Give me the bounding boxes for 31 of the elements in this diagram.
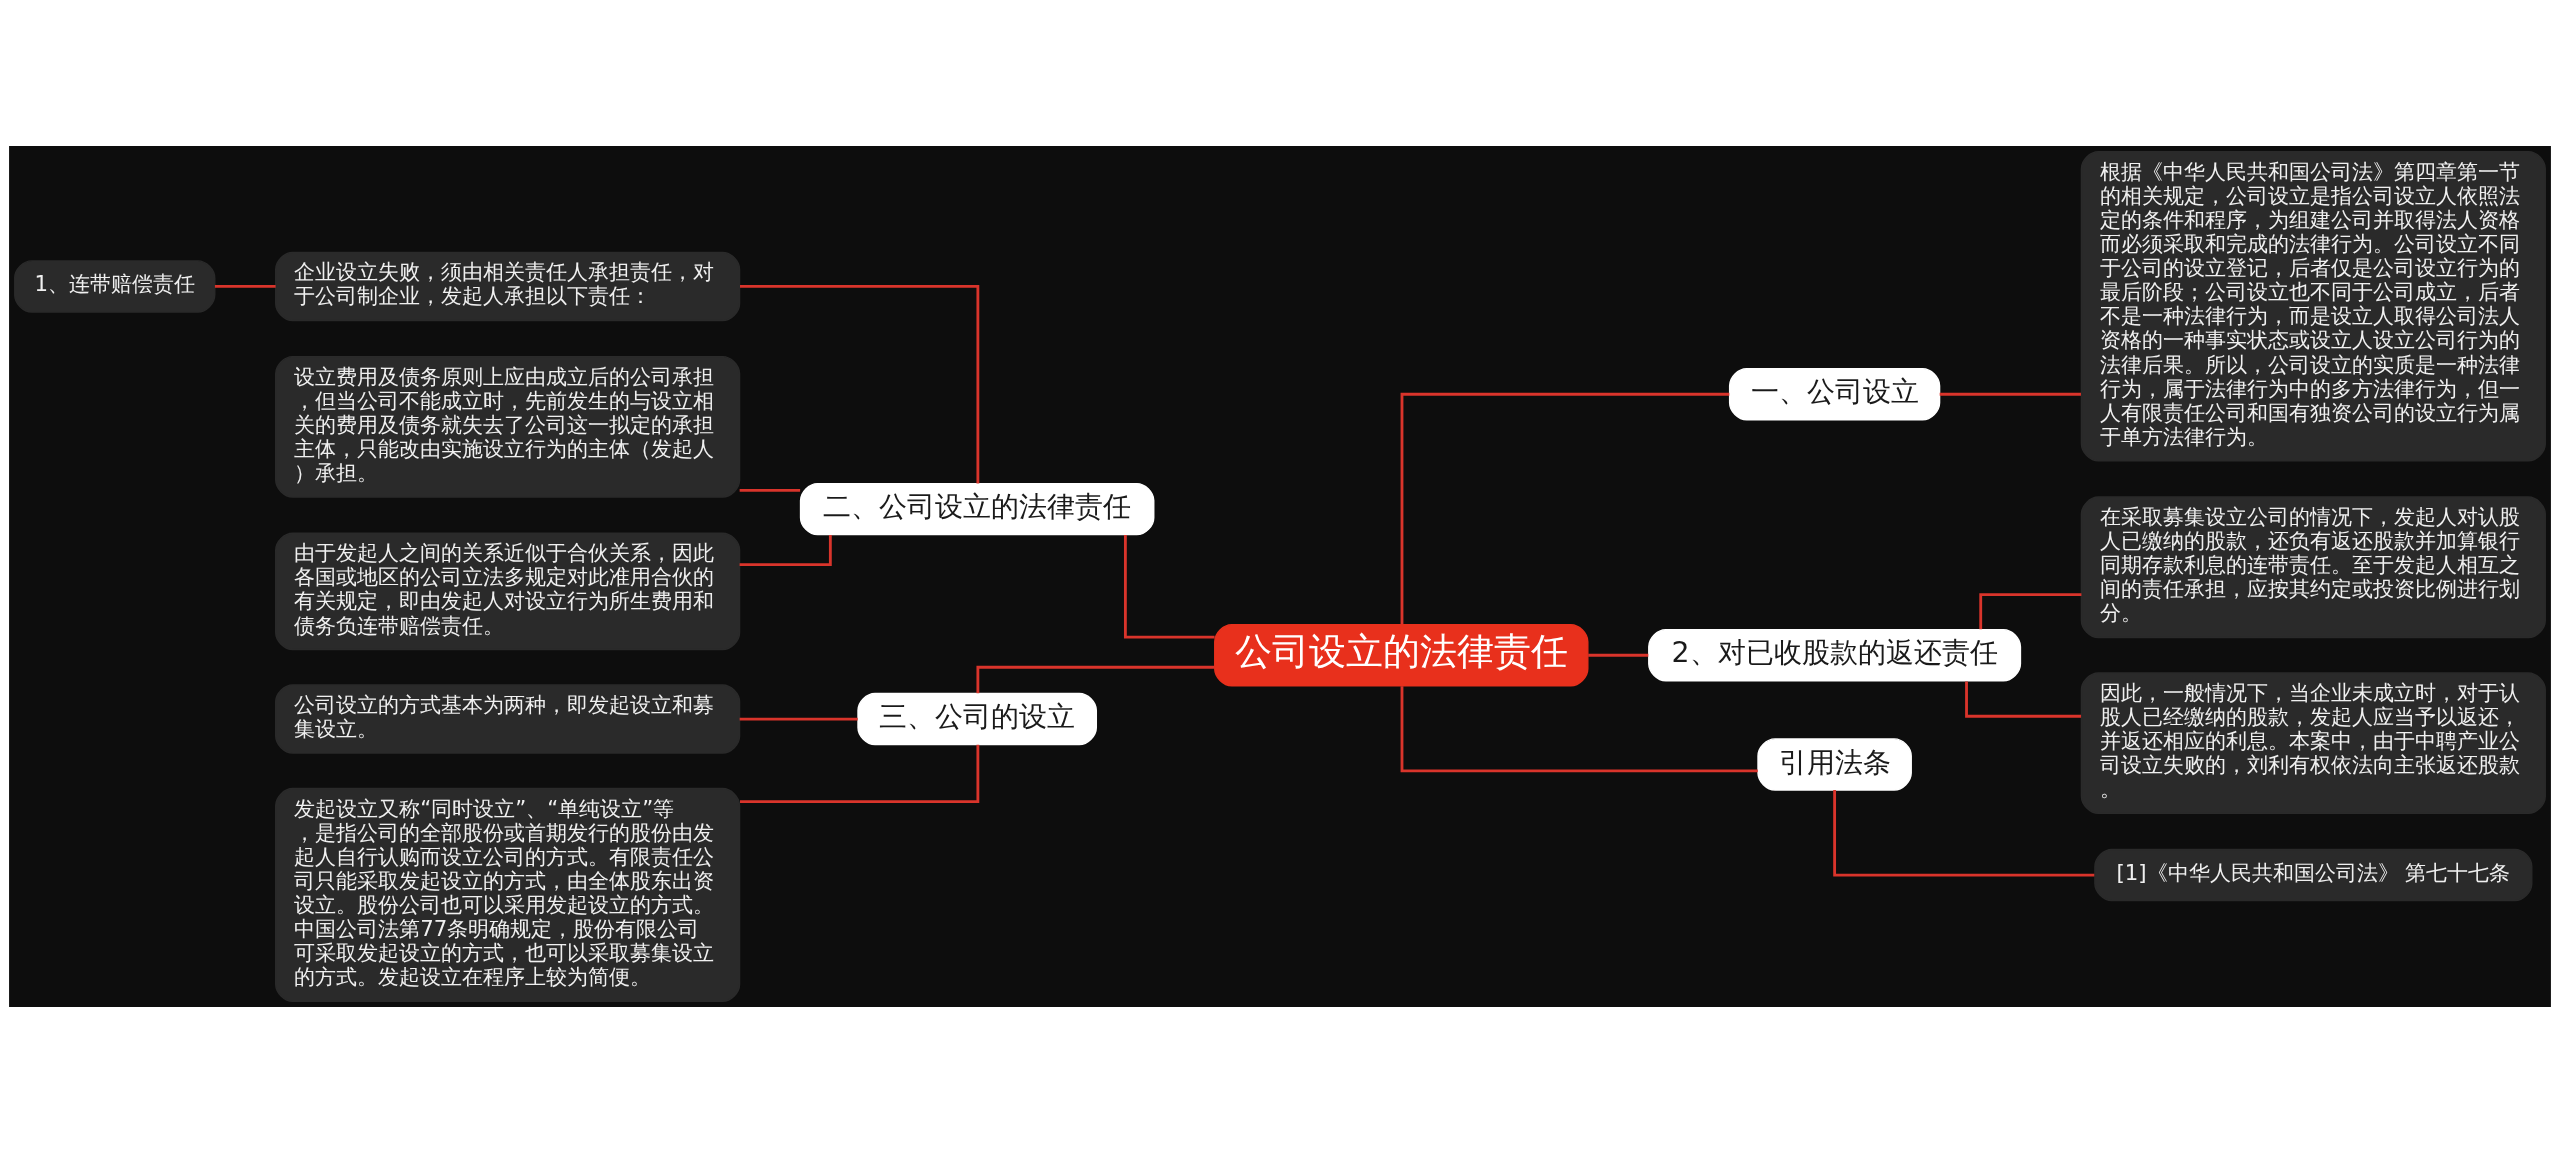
node-box: 公司设立的法律责任 bbox=[1214, 623, 1589, 686]
connector bbox=[740, 744, 980, 803]
connector bbox=[739, 717, 858, 720]
node-box: 设立费用及债务原则上应由成立后的公司承担，但当公司不能成立时，先前发生的与设立相关的费用及债务就失去了公司这一拟定的承担主体，只能改由实施设立行为的主体（发起人）承担。 bbox=[275, 355, 741, 498]
node-box: 引用法条 bbox=[1757, 737, 1912, 791]
node-box: 一、公司设立 bbox=[1728, 367, 1941, 420]
node-box: 1、连带赔偿责任 bbox=[14, 259, 216, 313]
node-box: 公司设立的方式基本为两种，即发起设立和募集设立。 bbox=[275, 683, 741, 754]
node-box: 三、公司的设立 bbox=[857, 692, 1097, 745]
connector bbox=[976, 665, 1215, 693]
node-box: 二、公司设立的法律责任 bbox=[799, 482, 1155, 535]
connector bbox=[1979, 592, 2082, 629]
connector bbox=[214, 284, 276, 288]
node-box: 根据《中华人民共和国公司法》第四章第一节的相关规定，公司设立是指公司设立人依照法定的条件和程序，为组建公司并取得法人资格而必须采取和完成的法律行为。公司设立不同于公司的设立登记，后者仅是公司设立行为的最后阶段；公司设立也不同于公司成立，后者不是一种法律行为，而是设立人取得公司法人资格的一种事实状态或设立人设立公司行为的法律后果。所以，公司设立的实质是一种法律行为，属于法律行为中的多方法律行为，但一人有限责任公司和国有独资公司的设立行为属于单方法律行为。 bbox=[2080, 150, 2546, 462]
connector bbox=[1123, 534, 1215, 639]
node-box: 在采取募集设立公司的情况下，发起人对认股人已缴纳的股款，还负有返还股款并加算银行同期存款利息的连带责任。至于发起人相互之间的责任承担，应按其约定或投资比例进行划分。 bbox=[2080, 495, 2546, 638]
connector bbox=[739, 488, 801, 492]
node-box: 因此，一般情况下，当企业未成立时，对于认股人已经缴纳的股款，发起人应当予以返还，并返还相应的利息。本案中，由于中聘产业公司设立失败的，刘利有权依法向主张返还股款。 bbox=[2080, 671, 2546, 814]
node-box: 企业设立失败，须由相关责任人承担责任，对于公司制企业，发起人承担以下责任： bbox=[275, 251, 741, 321]
node-box: 发起设立又称“同时设立”、“单纯设立”等，是指公司的全部股份或首期发行的股份由发起人自行认购而设立公司的方式。有限责任公司只能采取发起设立的方式，由全体股东出资设立。股份公司也可以采用发起设立的方式。中国公司法第77条明确规定，股份有限公司可采取发起设立的方式，也可以采取募集设立的方式。发起设立在程序上较为简便。 bbox=[275, 787, 741, 1002]
connector bbox=[739, 534, 832, 566]
connector bbox=[1400, 392, 1730, 624]
connector bbox=[1939, 392, 2081, 396]
connector bbox=[740, 284, 980, 484]
connector bbox=[1400, 685, 1758, 772]
connector bbox=[1588, 653, 1649, 657]
node-box: 2、对已收股款的返还责任 bbox=[1648, 628, 2022, 681]
connector bbox=[1965, 680, 2082, 718]
connector bbox=[1833, 789, 2095, 876]
node-box: 由于发起人之间的关系近似于合伙关系，因此各国或地区的公司立法多规定对此准用合伙的有关规定，即由发起人对设立行为所生费用和债务负连带赔偿责任。 bbox=[275, 532, 741, 650]
node-box: [1]《中华人民共和国公司法》 第七十七条 bbox=[2094, 848, 2533, 901]
